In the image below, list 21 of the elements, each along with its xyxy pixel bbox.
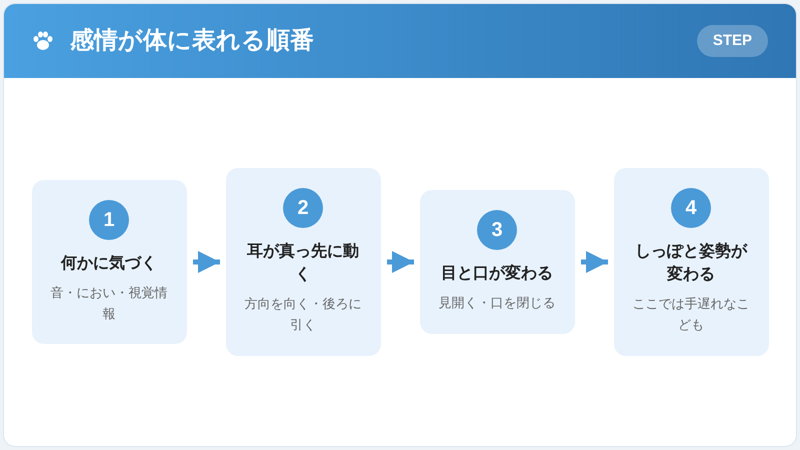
step-card	[226, 168, 380, 356]
step-badge: STEP	[696, 24, 768, 58]
step-number: 2	[283, 188, 323, 228]
step-description: 音・におい・視覚情報	[50, 284, 168, 323]
step-title: 何かに気づく	[61, 254, 157, 274]
step-description: 方向を向く・後ろに引く	[244, 295, 362, 334]
arrow	[386, 251, 414, 273]
step-description: ここでは手遅れなこども	[632, 295, 750, 334]
step-description: 見開く・口を閉じる	[438, 294, 556, 312]
step-card	[420, 190, 574, 334]
step-title: 耳が真っ先に動く	[246, 242, 360, 286]
step-number: 1	[89, 200, 129, 240]
step-card	[614, 168, 768, 356]
step-card	[32, 180, 186, 344]
arrow	[580, 251, 608, 273]
step-number: 4	[671, 188, 711, 228]
step-number: 3	[477, 210, 517, 250]
title: 感情が体に表れる順番	[70, 26, 314, 56]
step-title: 目と口が変わる	[441, 263, 553, 284]
step-title: しっぽと姿勢が変わる	[634, 241, 748, 286]
arrow	[192, 251, 220, 273]
